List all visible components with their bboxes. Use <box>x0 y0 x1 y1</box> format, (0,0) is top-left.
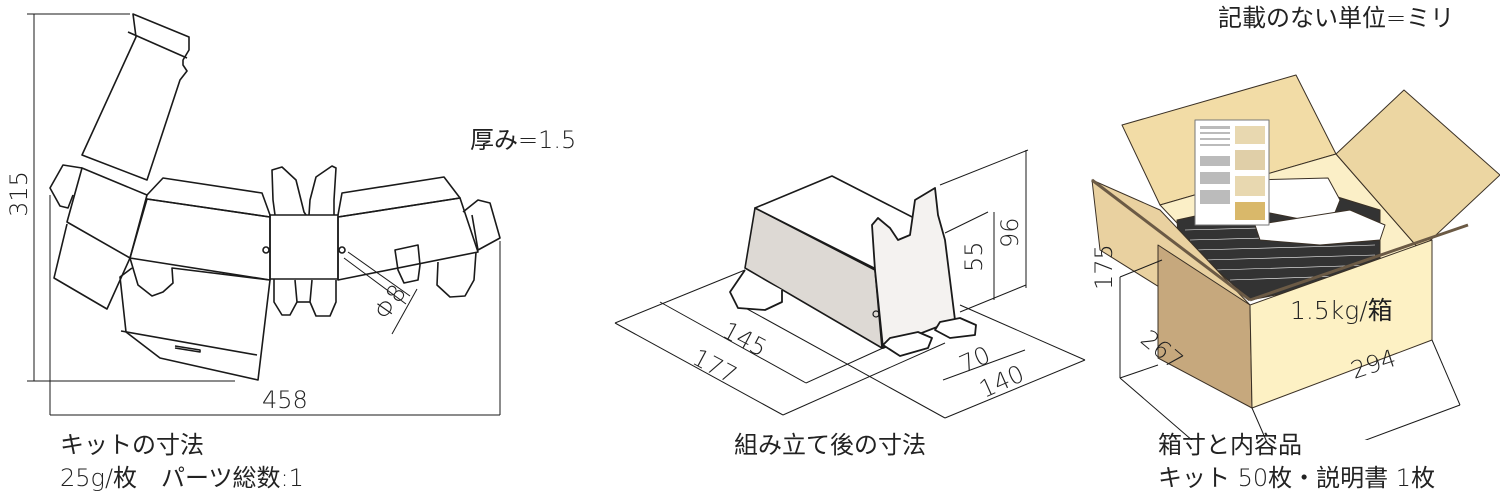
assembled-kit-drawing <box>614 149 1086 419</box>
box-height-dimension: 175 <box>1090 244 1118 290</box>
box-caption-title: 箱寸と内容品 <box>1158 431 1302 459</box>
box-caption-contents: キット 50枚・説明書 1枚 <box>1158 464 1436 492</box>
kit-dieline-panel: 315 458 Φ8 厚み=1.5 キットの寸法 25g/枚 パーツ総数:1 <box>0 0 620 499</box>
kit-thickness-label: 厚み=1.5 <box>470 126 577 154</box>
kit-dieline-drawing <box>27 13 501 416</box>
box-panel: 175 267 294 1.5kg/箱 箱寸と内容品 キット 50枚・説明書 1… <box>1080 60 1500 499</box>
assembled-panel: 145 177 70 140 55 96 組み立て後の寸法 <box>600 140 1100 460</box>
box-weight-label: 1.5kg/箱 <box>1290 296 1393 325</box>
assembled-caption: 組み立て後の寸法 <box>734 431 926 459</box>
kit-caption-title: キットの寸法 <box>60 431 204 459</box>
kit-height-dimension: 315 <box>4 171 33 217</box>
shipping-box-drawing <box>1091 74 1500 440</box>
unit-note: 記載のない単位=ミリ <box>1218 4 1455 32</box>
kit-width-dimension: 458 <box>262 386 308 414</box>
kit-caption-details: 25g/枚 パーツ総数:1 <box>60 464 304 492</box>
assembled-height-body: 55 <box>960 241 988 272</box>
assembled-height-total: 96 <box>996 217 1024 248</box>
